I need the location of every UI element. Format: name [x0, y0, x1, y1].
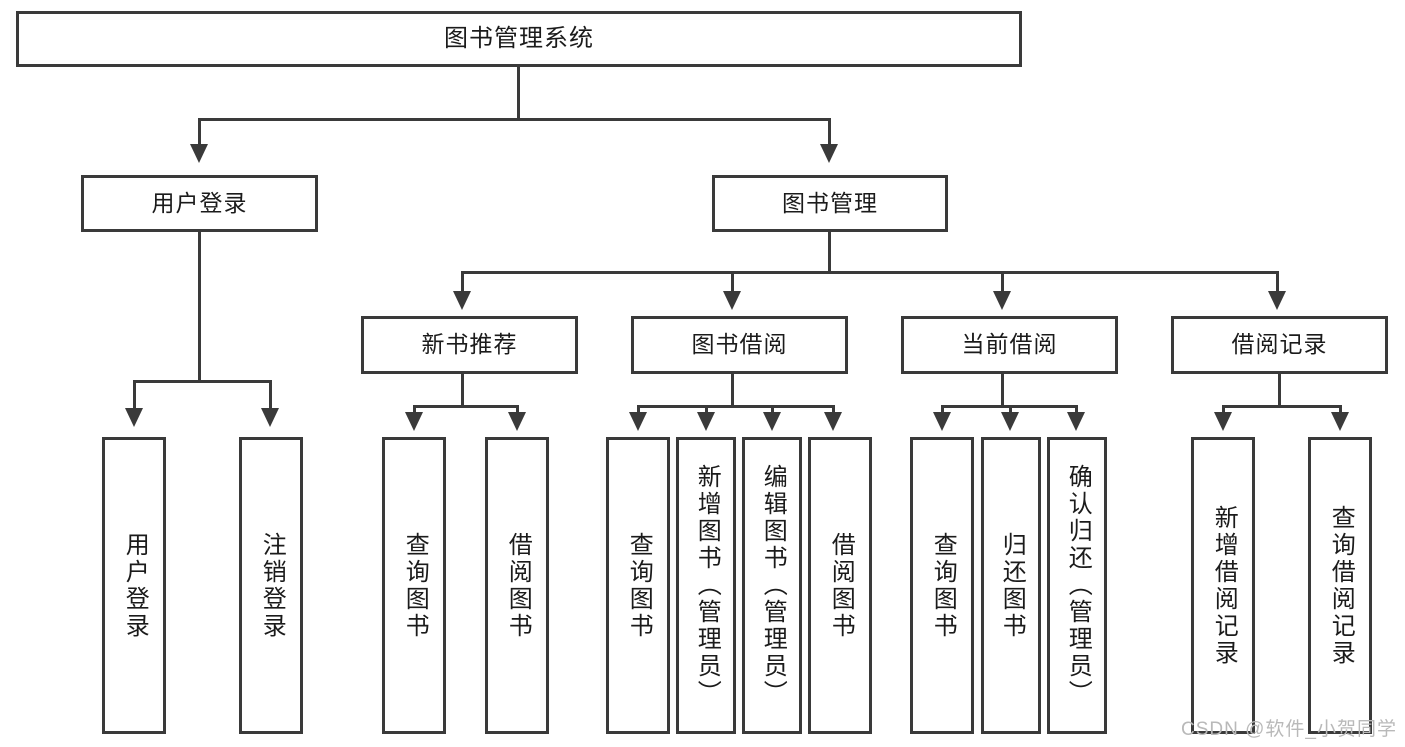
edge-user-login-stem	[198, 232, 201, 382]
edge-user-login-bus	[133, 380, 272, 383]
leaf-borrow-record-add-record[interactable]: 新增借阅记录	[1191, 437, 1255, 734]
leaf-current-borrow-confirm-return-admin[interactable]: 确认归还（管理员）	[1047, 437, 1107, 734]
arrowhead-book-borrow-leaf-3	[763, 412, 781, 431]
arrowhead-to-borrow-record	[1268, 291, 1286, 310]
arrowhead-to-book-borrow	[723, 291, 741, 310]
node-new-book-recommend[interactable]: 新书推荐	[361, 316, 578, 374]
edge-new-book-bus	[413, 405, 519, 408]
arrowhead-new-book-leaf-1	[405, 412, 423, 431]
edge-borrow-record-bus	[1222, 405, 1342, 408]
edge-new-book-branch-1	[413, 405, 416, 415]
arrowhead-new-book-leaf-2	[508, 412, 526, 431]
edge-book-manage-branch-4	[1276, 271, 1279, 293]
leaf-new-book-borrow-book[interactable]: 借阅图书	[485, 437, 549, 734]
node-root-system[interactable]: 图书管理系统	[16, 11, 1022, 67]
leaf-book-borrow-query-book[interactable]: 查询图书	[606, 437, 670, 734]
edge-book-borrow-branch-1	[637, 405, 640, 415]
edge-borrow-record-branch-2	[1339, 405, 1342, 415]
edge-root-bus	[198, 118, 831, 121]
arrowhead-book-borrow-leaf-1	[629, 412, 647, 431]
node-borrow-record[interactable]: 借阅记录	[1171, 316, 1388, 374]
leaf-book-borrow-edit-book-admin[interactable]: 编辑图书（管理员）	[742, 437, 802, 734]
edge-book-manage-stem	[828, 232, 831, 273]
leaf-user-login-logout[interactable]: 注销登录	[239, 437, 303, 734]
edge-borrow-record-branch-1	[1222, 405, 1225, 415]
edge-book-borrow-bus	[637, 405, 835, 408]
edge-user-login-branch-1	[133, 380, 136, 410]
edge-current-borrow-branch-3	[1075, 405, 1078, 415]
arrowhead-to-user-login	[190, 144, 208, 163]
edge-book-borrow-branch-4	[832, 405, 835, 415]
node-book-management[interactable]: 图书管理	[712, 175, 948, 232]
edge-root-to-book-manage	[828, 118, 831, 144]
leaf-borrow-record-query-record[interactable]: 查询借阅记录	[1308, 437, 1372, 734]
node-book-borrow[interactable]: 图书借阅	[631, 316, 848, 374]
arrowhead-current-borrow-leaf-3	[1067, 412, 1085, 431]
arrowhead-user-login-leaf-1	[125, 408, 143, 427]
leaf-new-book-query-book[interactable]: 查询图书	[382, 437, 446, 734]
edge-book-borrow-branch-2	[705, 405, 708, 415]
leaf-book-borrow-add-book-admin[interactable]: 新增图书（管理员）	[676, 437, 736, 734]
arrowhead-current-borrow-leaf-1	[933, 412, 951, 431]
edge-root-to-user-login	[198, 118, 201, 144]
edge-book-manage-branch-2	[731, 271, 734, 293]
edge-book-manage-bus	[461, 271, 1279, 274]
edge-current-borrow-stem	[1001, 374, 1004, 408]
leaf-user-login-login[interactable]: 用户登录	[102, 437, 166, 734]
arrowhead-borrow-record-leaf-1	[1214, 412, 1232, 431]
edge-user-login-branch-2	[269, 380, 272, 410]
edge-new-book-branch-2	[516, 405, 519, 415]
arrowhead-to-new-book	[453, 291, 471, 310]
arrowhead-to-current-borrow	[993, 291, 1011, 310]
arrowhead-to-book-manage	[820, 144, 838, 163]
edge-new-book-stem	[461, 374, 464, 408]
node-current-borrow[interactable]: 当前借阅	[901, 316, 1118, 374]
arrowhead-user-login-leaf-2	[261, 408, 279, 427]
node-user-login[interactable]: 用户登录	[81, 175, 318, 232]
edge-current-borrow-branch-2	[1009, 405, 1012, 415]
arrowhead-book-borrow-leaf-2	[697, 412, 715, 431]
edge-book-manage-branch-1	[461, 271, 464, 293]
edge-root-stem	[517, 67, 520, 120]
edge-book-manage-branch-3	[1001, 271, 1004, 293]
leaf-book-borrow-borrow-book[interactable]: 借阅图书	[808, 437, 872, 734]
arrowhead-borrow-record-leaf-2	[1331, 412, 1349, 431]
edge-book-borrow-stem	[731, 374, 734, 408]
leaf-current-borrow-return-book[interactable]: 归还图书	[981, 437, 1041, 734]
edge-borrow-record-stem	[1278, 374, 1281, 408]
leaf-current-borrow-query-book[interactable]: 查询图书	[910, 437, 974, 734]
edge-book-borrow-branch-3	[771, 405, 774, 415]
arrowhead-current-borrow-leaf-2	[1001, 412, 1019, 431]
edge-current-borrow-branch-1	[941, 405, 944, 415]
arrowhead-book-borrow-leaf-4	[824, 412, 842, 431]
